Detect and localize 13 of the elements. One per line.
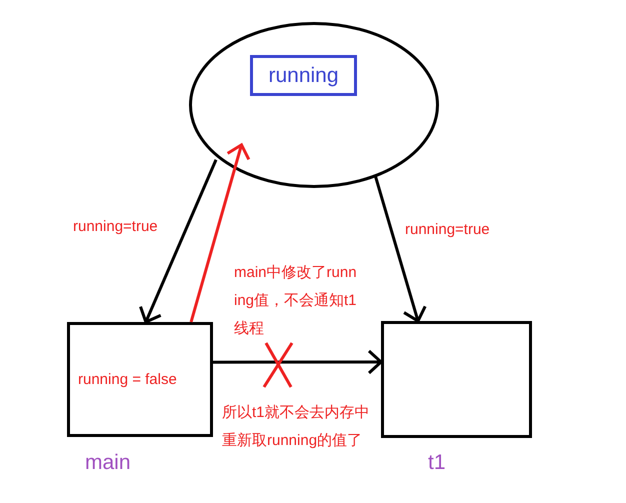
variable-box: running bbox=[250, 55, 357, 96]
note-text: main中修改了running值，不会通知t1线程 bbox=[234, 263, 358, 339]
thread-name: main bbox=[85, 450, 131, 476]
arrow bbox=[374, 174, 427, 322]
thread-name: t1 bbox=[428, 450, 446, 476]
arrow bbox=[213, 349, 382, 374]
arrow bbox=[139, 159, 218, 324]
ellipse bbox=[189, 22, 439, 188]
thread-box bbox=[381, 321, 532, 438]
note-text: 所以t1就不会去内存中重新取running的值了 bbox=[222, 403, 371, 451]
arrow bbox=[190, 143, 250, 322]
variable-text: running = false bbox=[78, 370, 177, 390]
thread-box bbox=[67, 322, 213, 437]
